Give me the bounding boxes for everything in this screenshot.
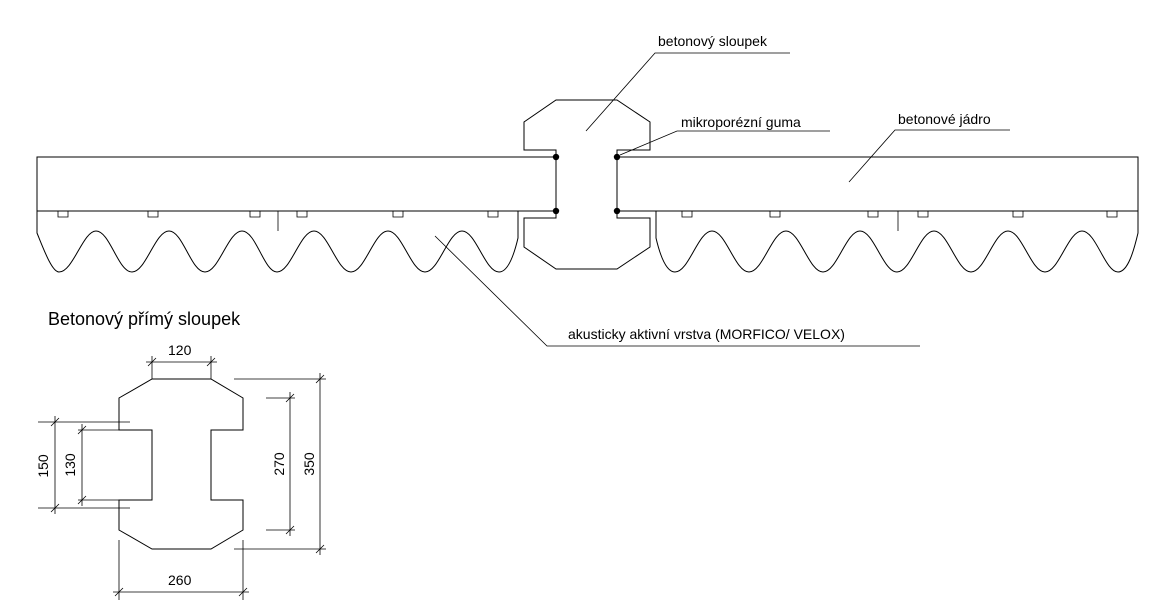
dim-130-text: 130 [62,453,78,477]
leader-acoustic-layer [434,235,920,347]
dim-270-text: 270 [271,452,287,476]
noise-wall-section: betonový sloupek mikroporézní guma beton… [36,33,1139,347]
left-acoustic-layer [36,211,519,273]
dim-120-text: 120 [168,342,192,358]
label-core: betonové jádro [898,111,991,127]
dim-120-tick-left [147,357,157,367]
dim-260-tick-right [238,587,248,597]
rubber-seal-top-left [552,153,560,161]
dim-130-tick-top [77,425,87,435]
dim-260-text: 260 [168,572,192,588]
dim-270-tick-bottom [285,525,295,535]
dim-150-tick-bottom [50,503,60,513]
label-acoustic-layer: akusticky aktivní vrstva (MORFICO/ VELOX… [568,326,845,342]
leader-core [848,129,1010,183]
label-post: betonový sloupek [658,33,768,49]
leader-post [585,52,790,132]
right-panel-notches [681,211,1118,218]
dim-350-text: 350 [301,452,317,476]
leader-rubber [619,130,830,156]
rubber-seal-bottom-right [613,207,621,215]
dim-260-tick-left [114,587,124,597]
post-detail-outline [118,378,244,550]
label-rubber: mikroporézní guma [681,114,801,130]
dim-270-tick-top [285,393,295,403]
right-panel-core [616,156,1139,212]
post-detail: Betonový přímý sloupek 120 150 130 270 [35,309,326,600]
dim-350-tick-top [315,374,325,384]
dim-350-tick-bottom [315,544,325,554]
right-acoustic-layer [655,211,1139,273]
detail-title: Betonový přímý sloupek [48,309,241,329]
rubber-seal-bottom-left [552,207,560,215]
rubber-seal-top-right [613,153,621,161]
concrete-post [523,99,651,270]
dim-150-text: 150 [35,454,51,478]
dim-150-tick-top [50,417,60,427]
left-panel-notches [57,211,499,218]
dim-130-tick-bottom [77,495,87,505]
dim-120-tick-right [206,357,216,367]
left-panel-core [36,156,557,212]
